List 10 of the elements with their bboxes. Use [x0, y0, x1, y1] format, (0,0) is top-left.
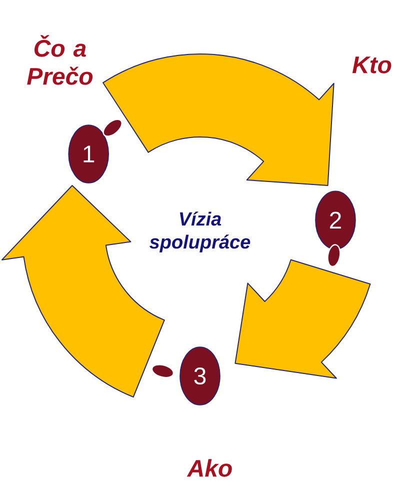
arrow — [234, 259, 371, 379]
number-oval: 2 — [315, 190, 356, 250]
number-oval: 3 — [180, 346, 220, 406]
stage-label: Ako — [186, 459, 232, 477]
number-oval: 1 — [68, 124, 109, 184]
center-text: Vízia spolupráce — [150, 212, 250, 252]
arrow — [102, 54, 334, 186]
arrow — [1, 185, 165, 398]
stage-label: Kto — [352, 56, 392, 74]
stage-label: Čo a Prečo — [27, 35, 93, 85]
